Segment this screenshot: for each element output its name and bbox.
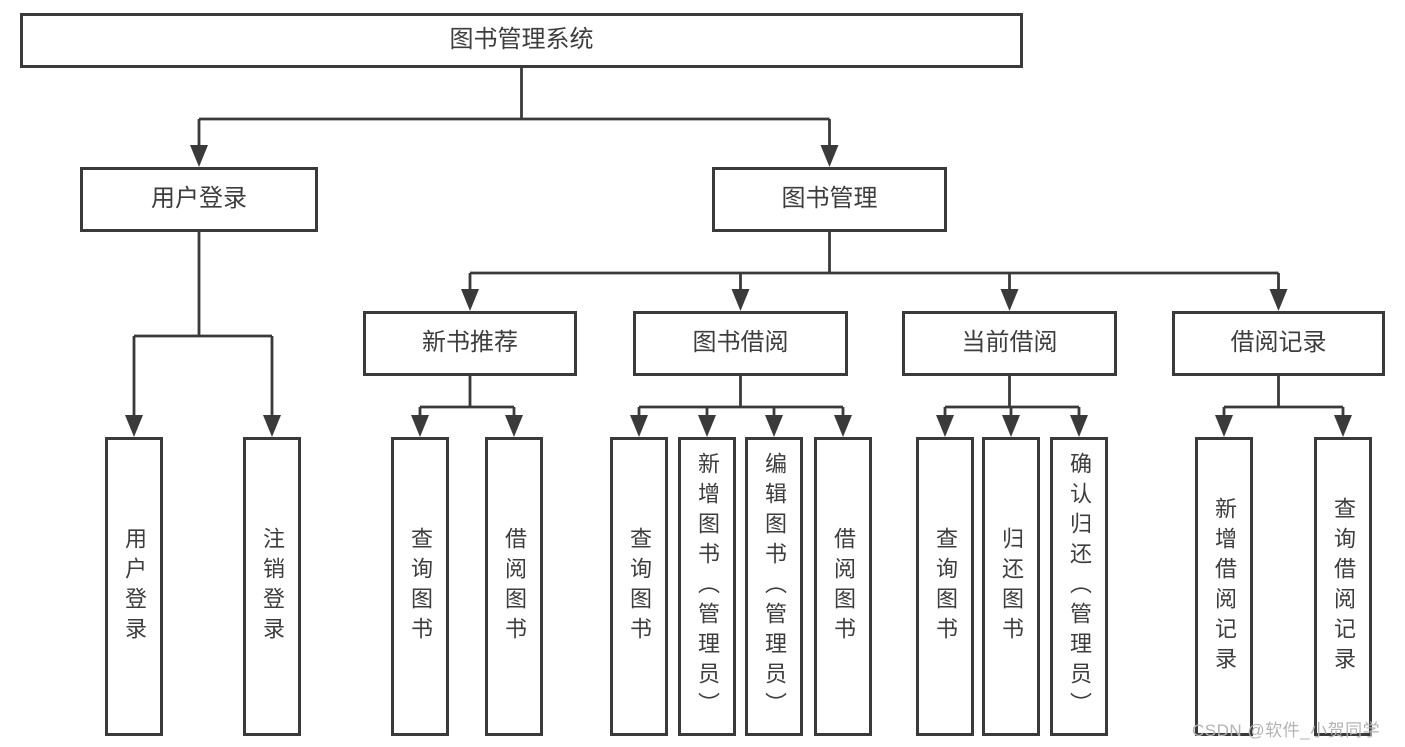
leaf-add-book-admin: 新增图书（管理员） <box>678 437 736 736</box>
leaf-add-borrow-record: 新增借阅记录 <box>1195 437 1253 736</box>
node-root-library-system: 图书管理系统 <box>20 13 1023 68</box>
node-book-borrowing: 图书借阅 <box>633 311 848 376</box>
leaf-logout: 注销登录 <box>243 437 301 736</box>
leaf-borrow-book-recommend: 借阅图书 <box>485 437 543 736</box>
node-current-borrowing: 当前借阅 <box>902 311 1117 376</box>
leaf-borrow-book: 借阅图书 <box>814 437 872 736</box>
leaf-confirm-return-admin: 确认归还（管理员） <box>1050 437 1108 736</box>
csdn-watermark: CSDN @软件_小贺同学 <box>1192 721 1381 740</box>
leaf-query-book-recommend: 查询图书 <box>391 437 449 736</box>
node-borrowing-records: 借阅记录 <box>1172 311 1385 376</box>
leaf-user-login: 用户登录 <box>105 437 163 736</box>
leaf-query-borrow-record: 查询借阅记录 <box>1314 437 1372 736</box>
node-user-login: 用户登录 <box>80 167 318 232</box>
arrow-heads <box>125 145 1352 437</box>
leaf-query-book-borrowing: 查询图书 <box>610 437 668 736</box>
leaf-query-book-current: 查询图书 <box>916 437 974 736</box>
leaf-return-book: 归还图书 <box>982 437 1040 736</box>
node-book-management: 图书管理 <box>712 167 947 232</box>
leaf-edit-book-admin: 编辑图书（管理员） <box>745 437 803 736</box>
node-new-book-recommend: 新书推荐 <box>363 311 577 376</box>
